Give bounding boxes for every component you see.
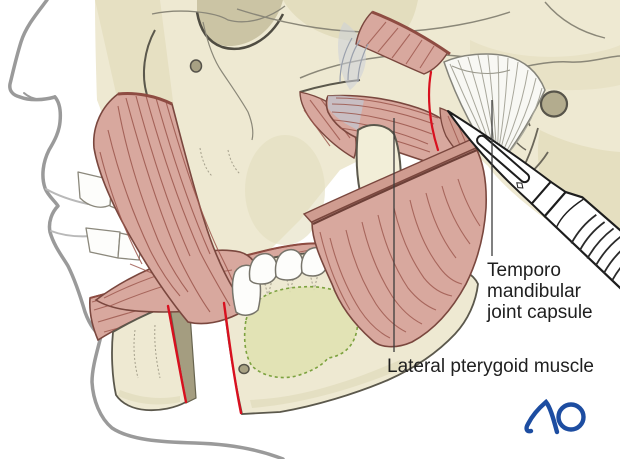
upper-lip-line bbox=[45, 188, 89, 205]
temporalis-muscle-stump bbox=[338, 10, 451, 90]
infratemporal-shade bbox=[245, 135, 325, 245]
muscle-fibers bbox=[99, 95, 239, 313]
infraorbital-foramen bbox=[189, 59, 203, 73]
muscle-fibers bbox=[319, 178, 481, 339]
molar-tooth bbox=[274, 248, 304, 281]
handle-contour-line bbox=[556, 198, 584, 228]
fragment-shade bbox=[118, 390, 180, 405]
osteotomy-region-green bbox=[243, 285, 359, 379]
root-dashes bbox=[133, 324, 161, 379]
molar-tooth bbox=[248, 252, 278, 285]
tmj-incision-line bbox=[427, 70, 440, 152]
orbit-top-line bbox=[151, 5, 286, 23]
label-tmj-capsule-line3: joint capsule bbox=[486, 302, 593, 323]
ao-logo-o bbox=[556, 402, 586, 432]
label-tmj-capsule-line1: Temporo bbox=[487, 260, 561, 281]
handle-grip-ridges bbox=[570, 214, 620, 289]
ear-canal bbox=[539, 90, 569, 118]
fragment-shade bbox=[250, 360, 404, 408]
tendon-fan-lines bbox=[339, 37, 369, 83]
annotations: Temporo mandibular joint capsule Lateral… bbox=[387, 100, 594, 377]
orbit-rim bbox=[195, 11, 285, 51]
nostril-line bbox=[23, 92, 56, 101]
lower-incisor bbox=[85, 227, 121, 259]
zygomatic-suture-line bbox=[202, 21, 254, 141]
label-lateral-pterygoid: Lateral pterygoid muscle bbox=[387, 356, 594, 377]
mandible-fragment-anterior bbox=[111, 304, 188, 412]
masseter-muscle bbox=[302, 138, 487, 348]
mental-foramen bbox=[238, 363, 250, 375]
cranial-contour bbox=[544, 1, 606, 39]
capsule-fold-line bbox=[451, 65, 511, 74]
scalpel-handle bbox=[543, 190, 620, 327]
scalpel bbox=[447, 110, 620, 327]
blade-heel-mark bbox=[516, 182, 524, 189]
orbit-inner bbox=[197, 0, 283, 47]
ao-logo bbox=[524, 398, 586, 435]
zygomaticus-muscle-band bbox=[92, 92, 241, 325]
label-tmj-capsule-line2: mandibular bbox=[487, 281, 582, 302]
lower-lip-line bbox=[50, 230, 93, 238]
posterior-osteotomy-line bbox=[222, 301, 243, 415]
anterior-osteotomy-line bbox=[166, 304, 188, 404]
scalpel-blade-slot bbox=[476, 134, 531, 184]
muscle-cut-edge bbox=[117, 92, 173, 106]
profile-outline bbox=[8, 0, 285, 459]
ao-logo-a bbox=[524, 398, 560, 435]
muscle-cut-edge bbox=[371, 10, 451, 56]
orbit bbox=[151, 0, 286, 51]
muscle-fibers bbox=[365, 21, 435, 69]
incision-lines bbox=[166, 70, 440, 415]
